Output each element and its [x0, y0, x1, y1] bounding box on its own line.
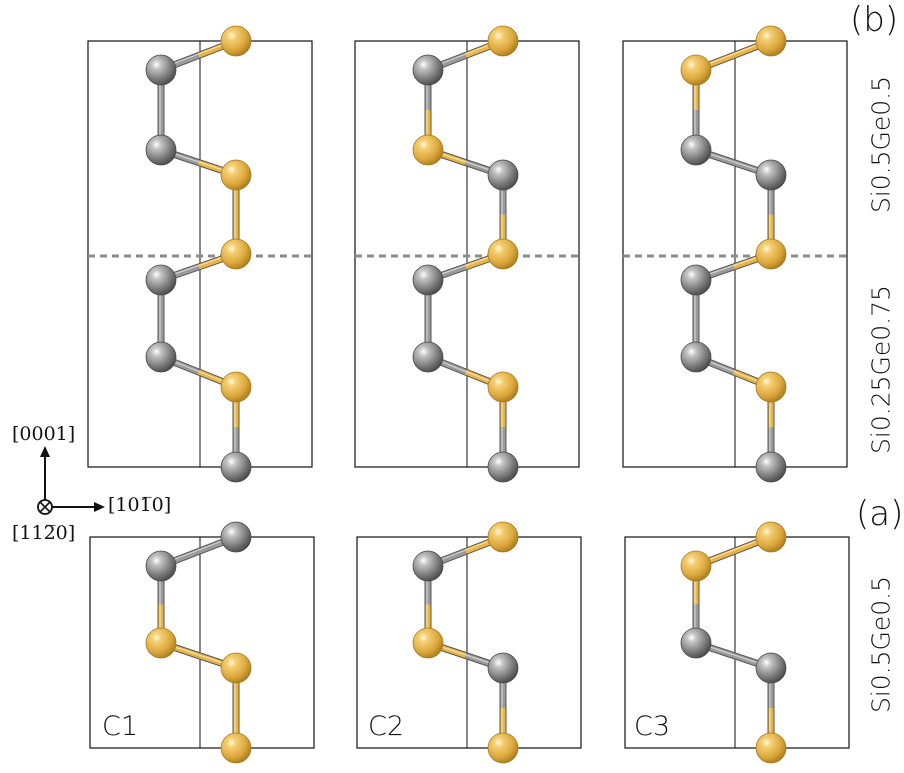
si-atom-top-c1-5 — [145, 264, 177, 296]
ge-atom-bottom-c3-4 — [755, 732, 787, 764]
ge-atom-top-c1-0 — [220, 25, 252, 57]
unit-cell-bottom-1 — [89, 536, 315, 749]
ge-atom-top-c1-3 — [220, 159, 252, 191]
ge-atom-bottom-c1-2 — [145, 627, 177, 659]
ge-atom-top-c1-4 — [220, 238, 252, 270]
panel-label-a: (a) — [856, 494, 904, 534]
ge-atom-top-c1-7 — [220, 371, 252, 403]
si-atom-bottom-c1-1 — [145, 550, 177, 582]
si-atom-top-c3-2 — [680, 134, 712, 166]
axis-label-horizontal: [101̅0] — [108, 494, 172, 516]
axis-label-vertical: [0001] — [12, 423, 76, 445]
si-atom-top-c3-3 — [755, 159, 787, 191]
composition-label-top-lower: Si0.25Ge0.75 — [866, 285, 896, 454]
axis-arrowhead-horizontal — [94, 502, 105, 512]
ge-atom-top-c3-0 — [755, 25, 787, 57]
ge-atom-top-c2-4 — [487, 238, 519, 270]
si-atom-top-c2-5 — [412, 264, 444, 296]
ge-atom-top-c2-2 — [412, 134, 444, 166]
ge-atom-top-c3-4 — [755, 238, 787, 270]
ge-atom-top-c3-7 — [755, 371, 787, 403]
si-atom-top-c1-1 — [145, 54, 177, 86]
ge-atom-top-c2-0 — [487, 25, 519, 57]
config-label-c3: C3 — [634, 711, 671, 742]
si-atom-bottom-c2-1 — [412, 550, 444, 582]
si-atom-top-c2-8 — [487, 451, 519, 483]
config-label-c1: C1 — [102, 711, 139, 742]
si-atom-top-c2-3 — [487, 159, 519, 191]
si-atom-bottom-c1-0 — [220, 521, 252, 553]
ge-atom-top-c3-1 — [680, 54, 712, 86]
ge-atom-bottom-c2-0 — [487, 521, 519, 553]
ge-atom-bottom-c1-3 — [220, 652, 252, 684]
ge-atom-bottom-c2-4 — [487, 732, 519, 764]
out-of-plane-cross-b — [39, 501, 51, 513]
si-atom-top-c3-8 — [755, 451, 787, 483]
composition-label-bottom: Si0.5Ge0.5 — [866, 575, 896, 714]
ge-atom-bottom-c1-4 — [220, 732, 252, 764]
ge-atom-bottom-c2-2 — [412, 627, 444, 659]
si-atom-top-c1-6 — [145, 341, 177, 373]
si-atom-bottom-c2-3 — [487, 652, 519, 684]
axis-label-out-of-plane: [112̅0] — [12, 522, 76, 544]
config-label-c2: C2 — [368, 711, 405, 742]
si-atom-top-c2-6 — [412, 341, 444, 373]
panel-label-b: (b) — [850, 0, 899, 40]
si-atom-top-c1-2 — [145, 134, 177, 166]
si-atom-bottom-c3-2 — [680, 627, 712, 659]
si-atom-bottom-c3-3 — [755, 652, 787, 684]
si-atom-top-c3-5 — [680, 264, 712, 296]
axis-arrowhead-vertical — [40, 446, 50, 457]
unit-cell-bottom-3 — [624, 536, 850, 749]
composition-label-top-upper: Si0.5Ge0.5 — [866, 75, 896, 214]
si-atom-top-c1-8 — [220, 451, 252, 483]
si-atom-top-c2-1 — [412, 54, 444, 86]
unit-cell-bottom-2 — [356, 536, 582, 749]
si-atom-top-c3-6 — [680, 341, 712, 373]
ge-atom-bottom-c3-0 — [755, 521, 787, 553]
ge-atom-bottom-c3-1 — [680, 550, 712, 582]
ge-atom-top-c2-7 — [487, 371, 519, 403]
